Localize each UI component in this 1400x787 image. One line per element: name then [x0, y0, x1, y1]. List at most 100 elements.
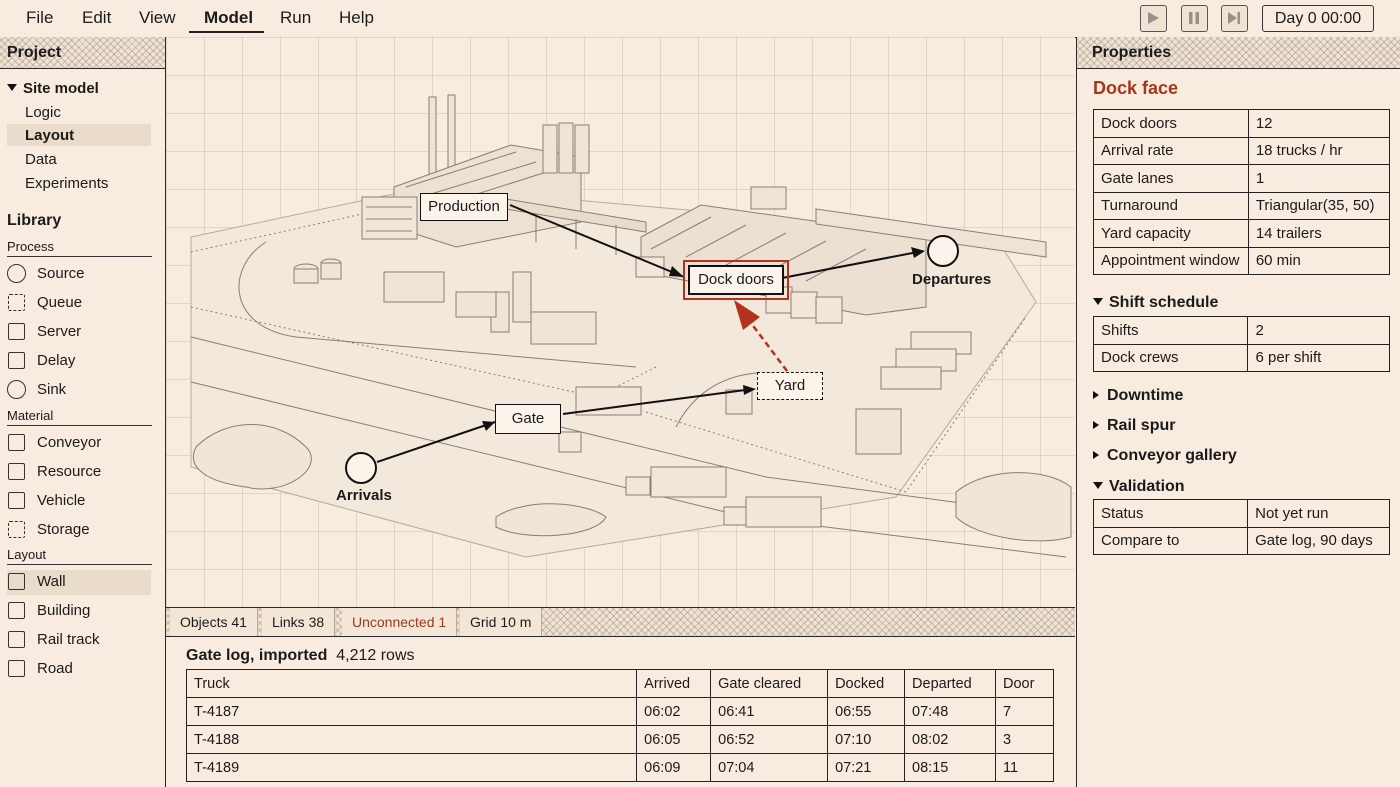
library-item-rail-track[interactable]: Rail track: [7, 628, 151, 652]
tree-root-site-model[interactable]: Site model: [7, 80, 99, 97]
collapse-triangle-icon: [1093, 421, 1099, 429]
section-downtime[interactable]: Downtime: [1093, 387, 1183, 405]
library-item-queue[interactable]: Queue: [7, 291, 151, 315]
property-value[interactable]: 14 trailers: [1247, 219, 1391, 248]
column-header[interactable]: Door: [995, 669, 1054, 698]
section-rail-spur[interactable]: Rail spur: [1093, 417, 1175, 435]
library-item-conveyor[interactable]: Conveyor: [7, 431, 151, 455]
library-item-road[interactable]: Road: [7, 657, 151, 681]
section-title: Downtime: [1107, 387, 1184, 404]
project-panel-header: Project: [0, 37, 165, 69]
property-value[interactable]: Gate log, 90 days: [1247, 526, 1390, 555]
library-item-vehicle[interactable]: Vehicle: [7, 489, 151, 513]
storage-icon: [8, 521, 25, 538]
property-value[interactable]: 6 per shift: [1247, 343, 1390, 372]
library-item-wall[interactable]: Wall: [7, 570, 151, 594]
section-conveyor-gallery[interactable]: Conveyor gallery: [1093, 447, 1237, 465]
section-title: Shift schedule: [1109, 294, 1219, 311]
property-value[interactable]: 18 trucks / hr: [1247, 136, 1391, 165]
table-cell: 07:10: [827, 725, 906, 754]
gate-log-panel: Gate log, imported 4,212 rows Truck Arri…: [166, 636, 1075, 787]
node-yard[interactable]: Yard: [757, 372, 823, 400]
menu-view[interactable]: View: [139, 8, 176, 27]
library-item-label: Server: [37, 323, 82, 340]
properties-panel-header: Properties: [1077, 37, 1400, 69]
property-name: Compare to: [1092, 526, 1249, 555]
resource-icon: [8, 463, 25, 480]
node-production[interactable]: Production: [420, 193, 508, 221]
library-item-label: Conveyor: [37, 434, 102, 451]
property-name: Dock crews: [1092, 343, 1249, 372]
tree-item-experiments[interactable]: Experiments: [25, 175, 109, 192]
section-shift-schedule[interactable]: Shift schedule: [1093, 294, 1218, 312]
library-item-sink[interactable]: Sink: [7, 378, 151, 402]
column-header[interactable]: Gate cleared: [710, 669, 829, 698]
library-selection-highlight: [7, 570, 151, 595]
library-item-storage[interactable]: Storage: [7, 518, 151, 542]
expand-triangle-icon: [7, 84, 17, 91]
property-value[interactable]: 1: [1247, 164, 1391, 193]
library-item-building[interactable]: Building: [7, 599, 151, 623]
menu-file[interactable]: File: [26, 8, 54, 27]
library-item-server[interactable]: Server: [7, 320, 151, 344]
delay-icon: [8, 352, 25, 369]
table-cell: 06:05: [636, 725, 712, 754]
menu-run[interactable]: Run: [280, 8, 312, 27]
library-item-delay[interactable]: Delay: [7, 349, 151, 373]
property-name: Appointment window: [1093, 246, 1249, 275]
tree-item-logic[interactable]: Logic: [25, 104, 61, 121]
property-value[interactable]: Triangular(35, 50): [1247, 191, 1391, 220]
node-gate[interactable]: Gate: [495, 404, 561, 434]
library-item-resource[interactable]: Resource: [7, 460, 151, 484]
column-header[interactable]: Departed: [904, 669, 996, 698]
property-name: Turnaround: [1093, 191, 1249, 220]
play-button[interactable]: [1140, 5, 1167, 32]
project-panel-title: Project: [7, 44, 62, 61]
node-dock-doors[interactable]: Dock doors: [683, 260, 789, 300]
property-value[interactable]: 60 min: [1247, 246, 1391, 275]
expand-triangle-icon: [1093, 298, 1103, 305]
simulation-clock: Day 0 00:00: [1262, 5, 1374, 32]
pause-button[interactable]: [1181, 5, 1208, 32]
project-panel: Project Site model Logic Layout Data Exp…: [0, 37, 166, 787]
status-unconnected[interactable]: Unconnected 1: [342, 608, 458, 636]
rail-track-icon: [8, 631, 25, 648]
node-arrivals[interactable]: [345, 452, 377, 484]
property-value[interactable]: 12: [1247, 109, 1391, 138]
node-departures-label: Departures: [912, 271, 992, 288]
tree-item-layout[interactable]: Layout: [25, 127, 75, 144]
node-departures[interactable]: [927, 235, 959, 267]
menu-help[interactable]: Help: [339, 8, 374, 27]
column-header[interactable]: Truck: [185, 669, 638, 698]
menu-edit[interactable]: Edit: [82, 8, 112, 27]
column-header[interactable]: Arrived: [636, 669, 712, 698]
column-header[interactable]: Docked: [827, 669, 906, 698]
status-grid: Grid 10 m: [460, 608, 543, 636]
gate-log-title: Gate log, imported 4,212 rows: [186, 647, 415, 665]
menu-model[interactable]: Model: [204, 8, 254, 27]
sink-icon: [7, 380, 26, 399]
library-group-process: Process: [7, 239, 152, 257]
model-canvas[interactable]: Production Dock doors Departures Yard Ga…: [166, 37, 1075, 607]
tree-item-data[interactable]: Data: [25, 151, 57, 168]
wall-icon: [8, 573, 25, 590]
library-group-material: Material: [7, 408, 152, 426]
library-item-source[interactable]: Source: [7, 262, 151, 286]
step-button[interactable]: [1221, 5, 1248, 32]
section-validation[interactable]: Validation: [1093, 478, 1185, 496]
property-value[interactable]: 2: [1247, 316, 1390, 345]
